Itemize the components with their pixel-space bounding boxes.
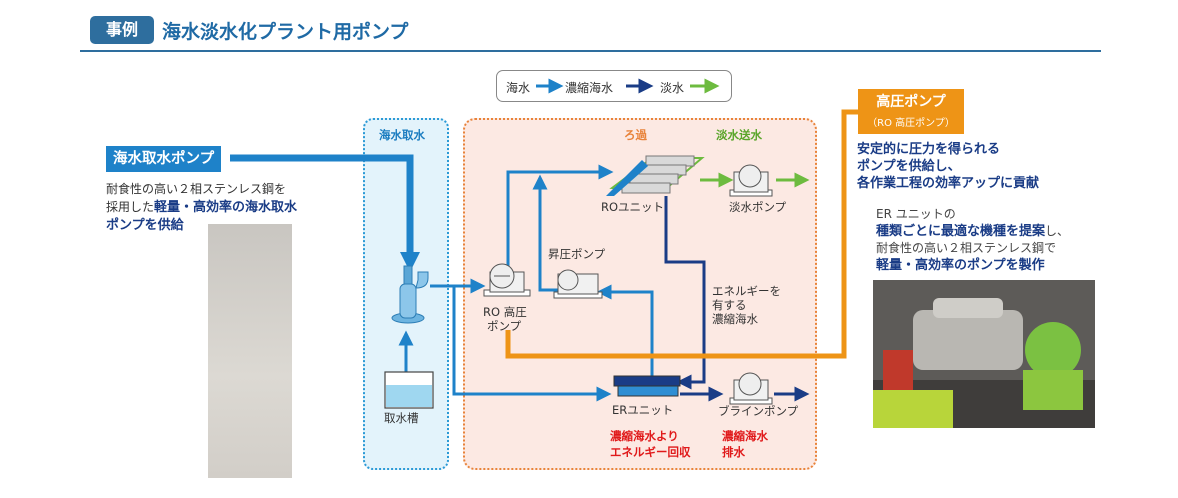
intake-desc-line2: 採用した軽量・高効率の海水取水 bbox=[106, 198, 297, 217]
intake-pump-title: 海水取水ポンプ bbox=[106, 146, 222, 172]
fresh-pump-label: 淡水ポンプ bbox=[729, 200, 787, 214]
energy-label-line3: 濃縮海水 bbox=[712, 312, 758, 326]
hp-desc-line1: 安定的に圧力を得られる bbox=[857, 142, 1001, 157]
intake-desc-line2-plain: 採用した bbox=[106, 200, 155, 214]
recovery-label-line1: 濃縮海水より bbox=[610, 429, 679, 443]
legend-freshwater-label: 淡水 bbox=[660, 81, 685, 95]
brine-pump-icon bbox=[729, 372, 773, 405]
er-unit-label: ERユニット bbox=[612, 403, 674, 417]
intake-desc-line1: 耐食性の高い２相ステンレス鋼を bbox=[106, 182, 287, 196]
er-unit-icon bbox=[613, 375, 681, 397]
hp-desc-line3: 各作業工程の効率アップに貢献 bbox=[857, 176, 1040, 191]
to-er-unit-arrow bbox=[452, 286, 612, 402]
high-pressure-line bbox=[505, 109, 860, 359]
header-divider bbox=[80, 50, 1101, 52]
high-pressure-pump-photo bbox=[873, 280, 1095, 428]
brine-to-er-arrow bbox=[664, 196, 706, 390]
booster-pump-icon bbox=[553, 269, 603, 299]
legend-brine-label: 濃縮海水 bbox=[565, 81, 614, 95]
energy-label-line2: 有する bbox=[712, 298, 747, 312]
intake-tank-label: 取水槽 bbox=[384, 411, 419, 425]
discharge-label-line2: 排水 bbox=[722, 445, 745, 459]
er-desc-line2-plain: し、 bbox=[1045, 224, 1070, 238]
booster-pump-label: 昇圧ポンプ bbox=[548, 247, 606, 261]
discharge-label-line1: 濃縮海水 bbox=[722, 429, 768, 443]
case-badge: 事例 bbox=[90, 16, 154, 44]
filtration-label: ろ過 bbox=[624, 128, 647, 142]
fresh-supply-label: 淡水送水 bbox=[716, 128, 762, 142]
er-desc-line2: 種類ごとに最適な機種を提案し、 bbox=[876, 223, 1069, 240]
booster-up-arrow bbox=[532, 174, 562, 292]
er-description: ER ユニットの 種類ごとに最適な機種を提案し、 耐食性の高い２相ステンレス鋼で… bbox=[876, 206, 1069, 274]
hp-description: 安定的に圧力を得られる ポンプを供給し、 各作業工程の効率アップに貢献 bbox=[857, 141, 1039, 192]
er-desc-line1: ER ユニットの bbox=[876, 207, 956, 221]
intake-pump-photo bbox=[208, 224, 292, 478]
intake-tank bbox=[384, 371, 434, 409]
er-desc-line4: 軽量・高効率のポンプを製作 bbox=[876, 257, 1069, 274]
er-desc-line2-bold: 種類ごとに最適な機種を提案 bbox=[876, 224, 1046, 239]
ro-pump-label-line1: RO 高圧 bbox=[483, 305, 527, 319]
brine-pump-label: ブラインポンプ bbox=[718, 404, 799, 418]
intake-pump-icon bbox=[391, 265, 429, 324]
hp-title-text: 高圧ポンプ bbox=[876, 94, 946, 110]
ro-unit-label: ROユニット bbox=[601, 200, 665, 214]
intake-desc-line3: ポンプを供給 bbox=[106, 216, 184, 235]
intake-desc-line2-bold: 軽量・高効率の海水取水 bbox=[154, 200, 298, 215]
ro-unit-icon bbox=[606, 155, 705, 196]
er-to-booster-arrow bbox=[596, 284, 654, 386]
intake-desc-line3-bold: ポンプを供給 bbox=[106, 218, 184, 233]
high-pressure-pump-title: 高圧ポンプ （RO 高圧ポンプ） bbox=[858, 89, 964, 134]
er-desc-line3: 耐食性の高い２相ステンレス鋼で bbox=[876, 241, 1057, 255]
ro-pump-to-unit-arrow bbox=[506, 164, 614, 272]
hp-subtitle-text: （RO 高圧ポンプ） bbox=[867, 118, 955, 129]
intake-main-pipe bbox=[230, 154, 414, 258]
er-desc-line4-bold: 軽量・高効率のポンプを製作 bbox=[876, 258, 1045, 273]
fresh-water-pump-icon bbox=[729, 164, 773, 197]
hp-photo-shapes bbox=[873, 280, 1095, 428]
ro-pump-label-line2: ポンプ bbox=[487, 319, 522, 333]
energy-label-line1: エネルギーを bbox=[712, 284, 781, 298]
recovery-label-line2: エネルギー回収 bbox=[610, 445, 691, 459]
legend-seawater-label: 海水 bbox=[506, 81, 531, 95]
hp-desc-line2: ポンプを供給し、 bbox=[857, 159, 961, 174]
page-title: 海水淡水化プラント用ポンプ bbox=[162, 21, 409, 43]
ro-high-pressure-pump-icon bbox=[483, 263, 531, 297]
intake-area-label: 海水取水 bbox=[379, 128, 425, 142]
